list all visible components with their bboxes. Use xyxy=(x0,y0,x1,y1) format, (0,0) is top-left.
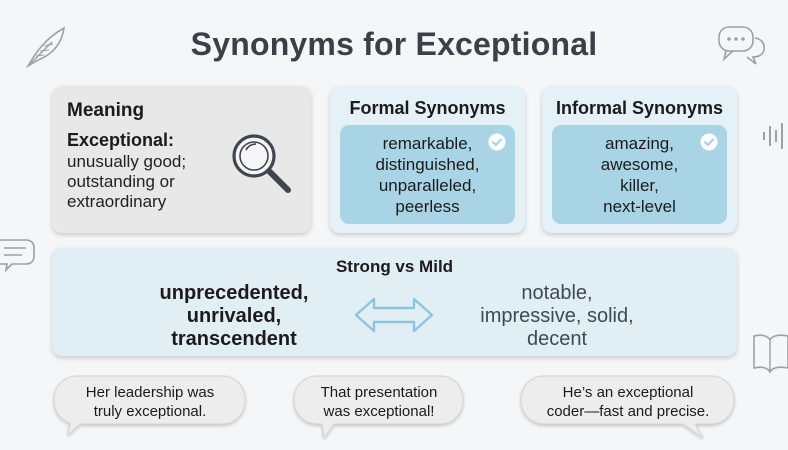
page-title: Synonyms for Exceptional xyxy=(190,26,598,62)
formal-word: unparalleled, xyxy=(378,176,477,195)
strong-word: transcendent xyxy=(171,328,297,350)
sound-wave-icon xyxy=(763,123,783,149)
formal-heading: Formal Synonyms xyxy=(349,98,506,118)
strong-word: unprecedented, xyxy=(159,282,309,304)
formal-synonyms-list: remarkable, distinguished, unparalleled,… xyxy=(340,125,515,224)
mild-words: notable, impressive, solid, decent xyxy=(462,282,652,351)
example-line: truly exceptional. xyxy=(93,403,207,420)
meaning-term: Exceptional: xyxy=(67,130,175,150)
informal-word: amazing, xyxy=(605,134,674,153)
informal-synonyms-card: Informal Synonyms amazing, awesome, kill… xyxy=(542,86,737,233)
meaning-card: Meaning Exceptional: unusually good; out… xyxy=(52,86,311,233)
example-line: Her leadership was xyxy=(85,384,215,401)
formal-synonyms-card: Formal Synonyms remarkable, distinguishe… xyxy=(330,86,525,233)
informal-heading: Informal Synonyms xyxy=(555,98,724,118)
strong-word: unrivaled, xyxy=(186,305,282,327)
example-line: coder—fast and precise. xyxy=(546,403,710,420)
informal-synonyms-list: amazing, awesome, killer, next-level xyxy=(552,125,727,224)
example-line: He’s an exceptional xyxy=(562,384,694,401)
informal-word: awesome, xyxy=(600,155,679,174)
speech-bubble-icon xyxy=(0,239,35,272)
strong-vs-mild-card: Strong vs Mild unprecedented, unrivaled,… xyxy=(52,248,737,356)
informal-word: next-level xyxy=(603,197,676,216)
example-line: That presentation xyxy=(320,384,438,401)
book-icon xyxy=(753,334,788,374)
chat-bubbles-icon xyxy=(718,26,765,65)
formal-word: peerless xyxy=(395,197,460,216)
informal-word: killer, xyxy=(620,176,659,195)
example-bubble: Her leadership was truly exceptional. xyxy=(52,375,248,437)
formal-word: distinguished, xyxy=(375,155,480,174)
mild-word: impressive, solid, xyxy=(480,305,634,327)
example-bubble: He’s an exceptional coder—fast and preci… xyxy=(519,375,737,439)
example-line: was exceptional! xyxy=(323,403,435,420)
example-bubble: That presentation was exceptional! xyxy=(292,375,466,440)
magnifier-icon xyxy=(232,134,291,193)
meaning-heading: Meaning xyxy=(67,100,145,121)
mild-word: notable, xyxy=(521,282,593,304)
strength-heading: Strong vs Mild xyxy=(335,257,454,276)
strong-words: unprecedented, unrivaled, transcendent xyxy=(134,282,334,351)
feather-icon xyxy=(25,26,66,69)
formal-word: remarkable, xyxy=(382,134,473,153)
check-icon xyxy=(700,133,718,151)
double-arrow-icon xyxy=(354,297,434,333)
check-icon xyxy=(488,133,506,151)
meaning-definition: unusually good; outstanding or extraordi… xyxy=(67,152,187,211)
mild-word: decent xyxy=(526,328,588,350)
